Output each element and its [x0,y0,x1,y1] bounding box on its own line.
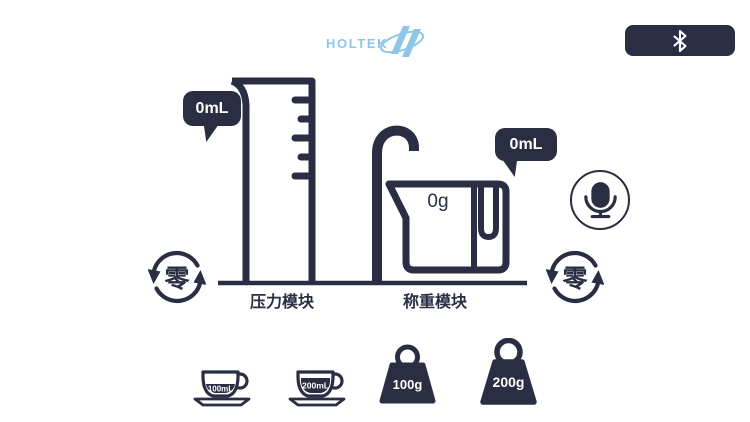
weight-volume-bubble: 0mL [495,128,557,178]
weighing-module-label: 称重模块 [402,294,467,311]
preset-label: 200mL [302,381,329,391]
preset-label: 200g [493,374,525,390]
holtek-logo-text: HOLTEK [326,36,389,51]
modules-illustration [218,77,527,286]
weight-volume-value: 0mL [509,135,543,153]
microphone-button[interactable] [570,170,630,230]
pressure-value-bubble: 0mL [183,91,241,143]
weight-grams-value: 0g [427,191,449,212]
graduated-cylinder-icon [230,77,316,281]
weighing-zero-button[interactable]: 零 [546,248,604,306]
faucet-icon [372,125,419,281]
pressure-value: 0mL [195,99,229,117]
preset-label: 100mL [208,385,233,394]
coffee-cup-icon: 200mL [288,370,346,407]
bluetooth-icon [673,29,687,52]
preset-weight-200g[interactable]: 200g [478,337,542,413]
circular-arrows-icon [148,250,206,304]
bubble-tail [498,157,518,178]
zero-character: 零 [562,265,588,293]
holtek-logo-icon [379,26,425,57]
preset-label: 100g [393,377,423,392]
preset-cup-200ml[interactable]: 200mL [284,360,348,413]
pressure-module-label: 压力模块 [249,294,314,311]
coffee-cup-icon: 100mL [193,370,251,407]
circular-arrows-icon [546,250,604,304]
measuring-cup-icon [385,180,510,274]
preset-weight-100g[interactable]: 100g [378,344,438,411]
pressure-zero-button[interactable]: 零 [148,248,206,306]
weight-icon: 100g [379,344,436,404]
bluetooth-button[interactable] [625,25,735,56]
zero-character: 零 [164,265,190,293]
weight-icon: 200g [480,337,537,405]
microphone-icon [583,181,617,218]
preset-cup-100ml[interactable]: 100mL [190,362,254,413]
bubble-tail [203,122,223,143]
